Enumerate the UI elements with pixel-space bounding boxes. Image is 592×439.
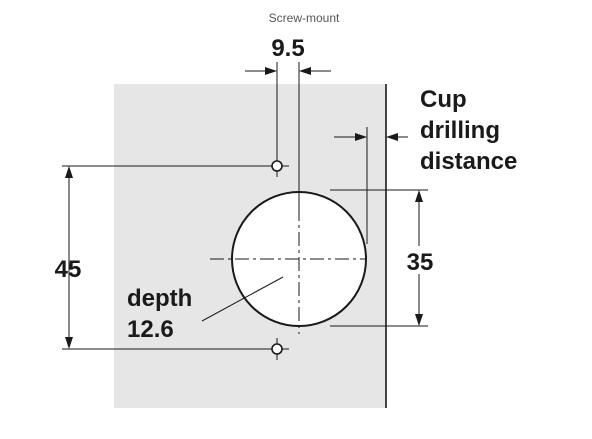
depth-value: 12.6 bbox=[127, 316, 174, 343]
cup-distance-label-line1: Cup bbox=[420, 86, 467, 113]
cup-distance-label-line3: distance bbox=[420, 148, 517, 175]
screw-hole-top bbox=[271, 160, 283, 172]
hole-spacing-value: 45 bbox=[55, 256, 82, 283]
depth-label: depth bbox=[127, 285, 192, 312]
cup-diameter-label-background bbox=[404, 246, 440, 274]
depth-leader-line bbox=[201, 276, 284, 322]
screw-hole-bottom bbox=[271, 343, 283, 355]
diagram-caption: Screw-mount bbox=[268, 11, 340, 25]
screw-offset-value: 9.5 bbox=[271, 35, 304, 62]
cup-distance-label-line2: drilling bbox=[420, 117, 500, 144]
cup-diameter-value: 35 bbox=[407, 249, 434, 276]
